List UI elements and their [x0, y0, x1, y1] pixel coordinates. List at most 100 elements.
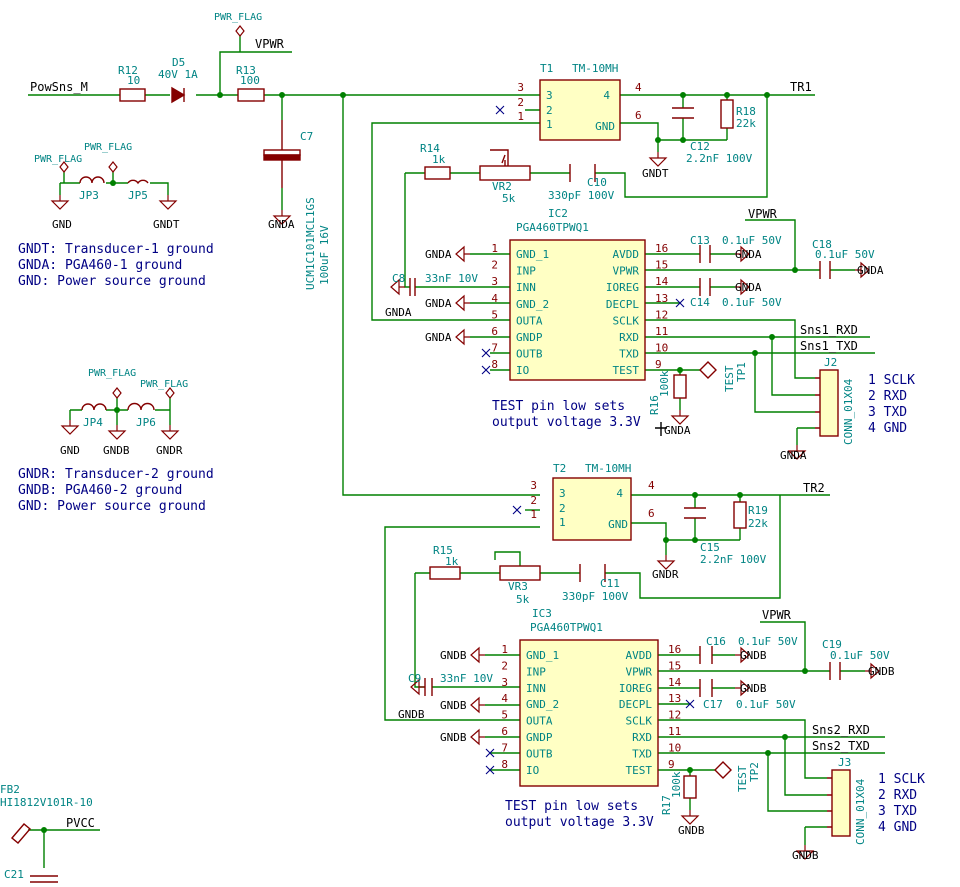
fb2-ref: FB2 [0, 783, 20, 796]
gnda-c18: GNDA [857, 264, 884, 277]
t1-pin-name: 3 [546, 89, 553, 102]
pwr-flags [59, 25, 245, 399]
gnd-label: GND [52, 218, 72, 231]
vr3-ref: VR3 [508, 580, 528, 593]
r17-ref: R17 [660, 795, 673, 815]
note-gnda: GNDA: PGA460-1 ground [18, 258, 182, 273]
ic3-pin-num: 8 [501, 758, 508, 771]
c19-ref: C19 [822, 638, 842, 651]
ic2-pin-name: RXD [619, 331, 639, 344]
ic3-pin-name: INP [526, 665, 546, 678]
ic2-pin-name: TXD [619, 348, 639, 361]
ic2-pin-num: 12 [655, 308, 668, 321]
vr3-val: 5k [516, 593, 530, 606]
ic3-pin-name: SCLK [626, 715, 653, 728]
conn2-pin4: 4 GND [878, 820, 917, 835]
jp5-label: JP5 [128, 189, 148, 202]
ic2-pin-name: IOREG [606, 281, 639, 294]
ic3-pin-num: 15 [668, 659, 681, 672]
gndr-t2: GNDR [652, 568, 679, 581]
jp6-label: JP6 [136, 416, 156, 429]
ic2-pin-name: SCLK [613, 314, 640, 327]
conn2-pin1: 1 SCLK [878, 772, 925, 787]
jp4-label: JP4 [83, 416, 103, 429]
t1-pin-name: 1 [546, 118, 553, 131]
c11-val: 330pF 100V [562, 590, 629, 603]
note-test1a: TEST pin low sets [492, 399, 625, 414]
ic3-pin-num: 11 [668, 725, 681, 738]
j3-val: CONN_01X04 [854, 778, 867, 845]
t1-pin-num: 6 [635, 109, 642, 122]
t2-pin-name: GND [608, 518, 628, 531]
t2-pin-name: 2 [559, 502, 566, 515]
vpwr-ic3-label: VPWR [762, 608, 792, 622]
ic2-pin-num: 15 [655, 259, 668, 272]
gndb-p6: GNDB [440, 731, 467, 744]
c10-val: 330pF 100V [548, 189, 615, 202]
t2-ref: T2 [553, 462, 566, 475]
r16-ref: R16 [648, 395, 661, 415]
vpwr-label: VPWR [255, 37, 285, 51]
r17-val: 100k [670, 771, 683, 798]
conn1-pin3: 3 TXD [868, 405, 907, 420]
ic3-pin-num: 12 [668, 709, 681, 722]
r18-ref: R18 [736, 105, 756, 118]
fb2-val: HI1812V101R-10 [0, 796, 93, 809]
note-test1b: output voltage 3.3V [492, 415, 641, 430]
note-test2a: TEST pin low sets [505, 799, 638, 814]
r18-val: 22k [736, 117, 756, 130]
ic-pin-labels: GND_11INP2INN3GND_24OUTA5GNDP6OUTB7IO8AV… [491, 81, 681, 777]
ic3-pin-num: 5 [501, 709, 508, 722]
j3-ref: J3 [838, 756, 851, 769]
c18-val: 0.1uF 50V [815, 248, 875, 261]
ic3-pin-name: IOREG [619, 682, 652, 695]
ic3-val: PGA460TPWQ1 [530, 621, 603, 634]
ic3-pin-name: TEST [626, 764, 653, 777]
c7-val: 100uF 16V [318, 225, 331, 285]
pwr-flag-jp4: PWR_FLAG [88, 368, 136, 379]
tp2-val: TEST [736, 765, 749, 792]
gndb-r17: GNDB [678, 824, 705, 837]
t1-pin-num: 4 [635, 81, 642, 94]
sns2-txd-label: Sns2_TXD [812, 739, 870, 753]
ic3-pin-num: 2 [501, 659, 508, 672]
r14-val: 1k [432, 153, 446, 166]
tp1-ref: TP1 [735, 362, 748, 382]
ic2-pin-num: 11 [655, 325, 668, 338]
c15-val: 2.2nF 100V [700, 553, 767, 566]
ic3-pin-name: INN [526, 682, 546, 695]
ic3-pin-num: 6 [501, 725, 508, 738]
ic2-pin-num: 13 [655, 292, 668, 305]
jp3-label: JP3 [79, 189, 99, 202]
c15-ref: C15 [700, 541, 720, 554]
c17-val: 0.1uF 50V [736, 698, 796, 711]
ic3-pin-num: 10 [668, 741, 681, 754]
pwr-flag-jp3: PWR_FLAG [34, 154, 82, 165]
gnda-c13: GNDA [735, 248, 762, 261]
ic2-pin-name: GNDP [516, 331, 543, 344]
t1-pin-num: 3 [517, 81, 524, 94]
c19-val: 0.1uF 50V [830, 649, 890, 662]
t1-val: TM-10MH [572, 62, 618, 75]
ic3-pin-name: AVDD [626, 649, 653, 662]
ic2-pin-num: 16 [655, 242, 668, 255]
c13-ref: C13 [690, 234, 710, 247]
note-test2b: output voltage 3.3V [505, 815, 654, 830]
c12-ref: C12 [690, 140, 710, 153]
ic3-pin-num: 16 [668, 643, 681, 656]
ic3-pin-name: OUTA [526, 715, 553, 728]
ic2-pin-name: AVDD [613, 248, 640, 261]
r15-val: 1k [445, 555, 459, 568]
ic3-pin-num: 13 [668, 692, 681, 705]
ic2-pin-num: 2 [491, 259, 498, 272]
ic2-pin-name: VPWR [613, 265, 640, 278]
c18-ref: C18 [812, 238, 832, 251]
gnda-p4: GNDA [425, 297, 452, 310]
gndb-label: GNDB [103, 444, 130, 457]
note-gndr: GNDR: Transducer-2 ground [18, 467, 214, 482]
ic3-pin-name: VPWR [626, 665, 653, 678]
pwr-flag-jp6: PWR_FLAG [140, 379, 188, 390]
gnda-c14: GNDA [735, 281, 762, 294]
ic2-pin-num: 6 [491, 325, 498, 338]
